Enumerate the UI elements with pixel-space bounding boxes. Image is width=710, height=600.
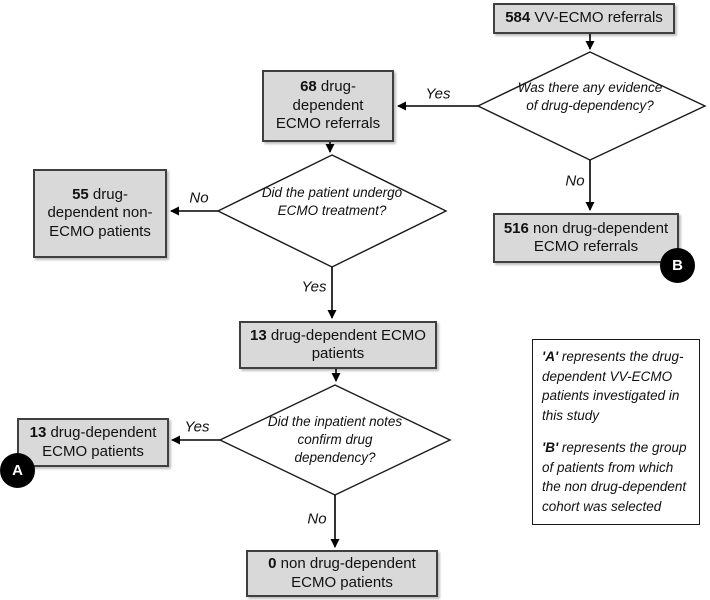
box-13-confirmed-drug-dependent-patients: 13 drug-dependent ECMO patients <box>17 418 169 467</box>
badge-b: B <box>660 248 695 283</box>
box-516-non-drug-dependent-referrals: 516 non drug-dependent ECMO referrals <box>493 213 679 263</box>
box-13a-label: 13 drug-dependent ECMO patients <box>29 424 157 460</box>
edge-label-yes-undergo: Yes <box>301 278 327 296</box>
box-68-drug-dependent-referrals: 68 drug-dependent ECMO referrals <box>262 70 394 142</box>
box-55-drug-dependent-non-ecmo: 55 drug-dependent non-ECMO patients <box>33 169 167 258</box>
decision-text-confirm: Did the inpatient notes confirm drug dep… <box>267 414 403 465</box>
box-13-label: 13 drug-dependent ECMO patients <box>250 326 426 363</box>
decision-text-evidence: Was there any evidence of drug-dependenc… <box>517 80 663 113</box>
box-13-drug-dependent-ecmo-patients: 13 drug-dependent ECMO patients <box>239 321 437 369</box>
box-584-vv-ecmo-referrals: 584 VV-ECMO referrals <box>493 3 675 34</box>
box-68-label: 68 drug-dependent ECMO referrals <box>275 78 381 133</box>
edge-label-yes-evidence: Yes <box>425 85 451 103</box>
legend-a-note: 'A' represents the drug-dependent VV-ECM… <box>542 349 684 423</box>
legend-box: 'A' represents the drug-dependent VV-ECM… <box>532 339 700 525</box>
edge-label-no-confirm: No <box>307 510 327 528</box>
box-55-label: 55 drug-dependent non-ECMO patients <box>47 185 153 240</box>
box-584-label: 584 VV-ECMO referrals <box>505 9 663 27</box>
edge-label-no-evidence: No <box>565 172 585 190</box>
edge-label-yes-confirm: Yes <box>184 418 210 436</box>
edge-label-no-undergo: No <box>189 189 209 207</box>
box-0-non-drug-dependent-patients: 0 non drug-dependent ECMO patients <box>246 550 438 597</box>
legend-b-note: 'B' represents the group of patients fro… <box>542 440 687 514</box>
badge-a: A <box>0 453 35 488</box>
box-0-label: 0 non drug-dependent ECMO patients <box>268 555 416 591</box>
decision-text-undergo: Did the patient undergo ECMO treatment? <box>261 185 403 218</box>
box-516-label: 516 non drug-dependent ECMO referrals <box>503 219 669 256</box>
